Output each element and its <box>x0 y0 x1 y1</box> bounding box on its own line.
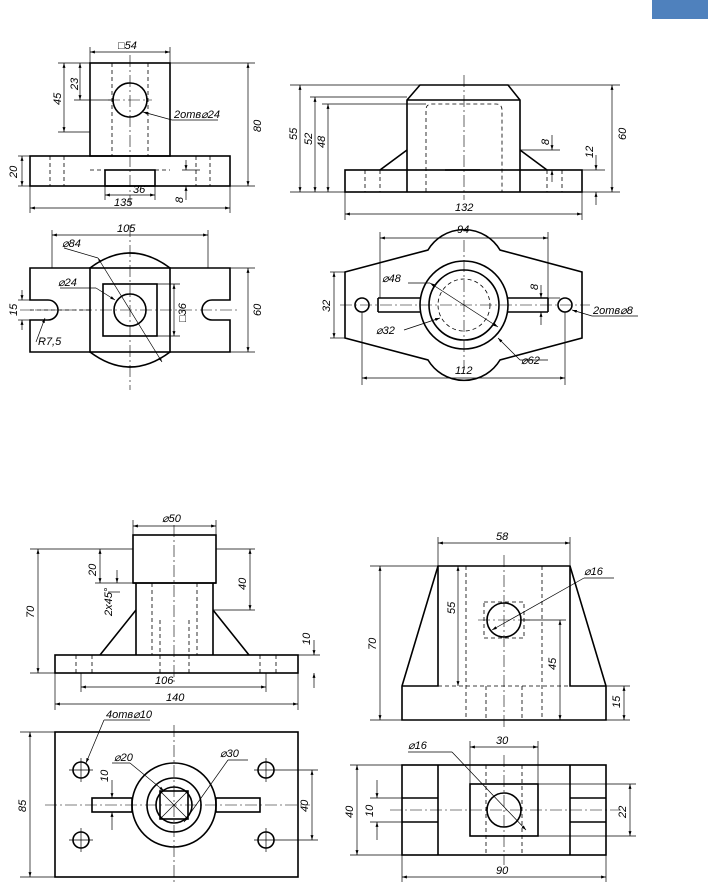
d1-dim-15: 15 <box>8 303 20 316</box>
d3-chamfer-label: 2x45° <box>103 587 115 617</box>
d2-dim-112: 112 <box>455 365 473 377</box>
d2-dim-60: 60 <box>617 127 629 140</box>
d2-dim-12: 12 <box>584 146 596 158</box>
d1-dim-60: 60 <box>252 303 264 316</box>
d4-dim-15: 15 <box>611 695 623 708</box>
d3-dim-d30: ⌀30 <box>220 748 240 760</box>
d2-dim-8: 8 <box>540 138 552 145</box>
d4-dim-d16b: ⌀16 <box>408 740 428 752</box>
d1-dim-80: 80 <box>252 119 264 132</box>
d1-dim-23: 23 <box>69 77 81 91</box>
d4-dim-40: 40 <box>344 805 356 818</box>
corner-tab <box>652 0 708 19</box>
d1-dim-135: 135 <box>114 197 133 209</box>
d1-dim-105: 105 <box>117 223 136 235</box>
d2-dim-48: 48 <box>316 135 328 148</box>
d3-dim-10: 10 <box>301 632 313 645</box>
d4-dim-30: 30 <box>496 735 509 747</box>
d3-dim-20: 20 <box>87 563 99 577</box>
d3-dim-85: 85 <box>17 799 29 812</box>
d2-dim-52: 52 <box>303 133 315 145</box>
d3-dim-106: 106 <box>155 675 174 687</box>
d1-width-label: □54 <box>118 40 137 52</box>
d3-dim-70: 70 <box>25 605 37 618</box>
d3-dim-140: 140 <box>166 692 185 704</box>
d4-dim-55: 55 <box>446 601 458 614</box>
d1-dim-d84: ⌀84 <box>62 238 81 250</box>
drawing-1-top-view: 105 ⌀84 ⌀24 15 □36 60 R7,5 <box>8 223 264 390</box>
d2-dim-d62: ⌀62 <box>521 355 540 367</box>
d1-dim-sq36: □36 <box>177 302 189 322</box>
drawing-2-top-view: 94 ⌀48 8 32 ⌀32 2отв⌀8 ⌀62 112 <box>321 224 638 385</box>
d1-dim-8: 8 <box>174 196 186 203</box>
d2-dim-94: 94 <box>457 224 469 236</box>
d4-dim-58: 58 <box>496 531 509 543</box>
drawing-3-top-view: 4отв⌀10 ⌀20 ⌀30 10 85 40 <box>17 709 318 885</box>
d3-dim-d20: ⌀20 <box>114 752 134 764</box>
d4-dim-90: 90 <box>496 865 509 877</box>
d1-dim-45: 45 <box>52 92 64 105</box>
drawing-3-front-view: ⌀50 20 40 70 2x45° 10 106 140 <box>25 513 320 710</box>
d1-dim-d24: ⌀24 <box>58 277 77 289</box>
d3-dim-40: 40 <box>237 577 249 590</box>
drawing-2-front-view: 55 52 48 8 12 60 132 <box>288 75 629 220</box>
d2-dim-8b: 8 <box>529 283 541 290</box>
d2-dim-d32: ⌀32 <box>376 325 395 337</box>
d4-dim-d16: ⌀16 <box>584 566 604 578</box>
d4-dim-70: 70 <box>367 637 379 650</box>
d2-dim-32: 32 <box>321 300 333 312</box>
d4-dim-22: 22 <box>617 806 629 819</box>
d1-holes-label: 2отв⌀24 <box>173 109 220 121</box>
drawing-1-front-view: □54 23 45 80 2отв⌀24 20 36 8 135 <box>8 40 264 213</box>
d2-holes-label: 2отв⌀8 <box>592 305 634 317</box>
d4-dim-45: 45 <box>547 657 559 670</box>
d3-dim-10b: 10 <box>99 769 111 782</box>
d1-dim-36: 36 <box>133 184 146 196</box>
d2-dim-55: 55 <box>288 127 300 140</box>
d2-dim-132: 132 <box>455 202 473 214</box>
drawing-4-front-view: 58 ⌀16 55 70 45 15 <box>367 531 630 728</box>
d1-dim-r75: R7,5 <box>38 336 62 348</box>
d3-dim-40b: 40 <box>299 799 311 812</box>
d4-dim-10: 10 <box>364 804 376 817</box>
d3-dim-d50: ⌀50 <box>162 513 182 525</box>
d1-dim-20: 20 <box>8 165 20 179</box>
drawing-4-top-view: ⌀16 30 10 40 22 90 <box>344 735 636 882</box>
d3-holes-label: 4отв⌀10 <box>106 709 153 721</box>
d2-dim-d48: ⌀48 <box>382 273 402 285</box>
